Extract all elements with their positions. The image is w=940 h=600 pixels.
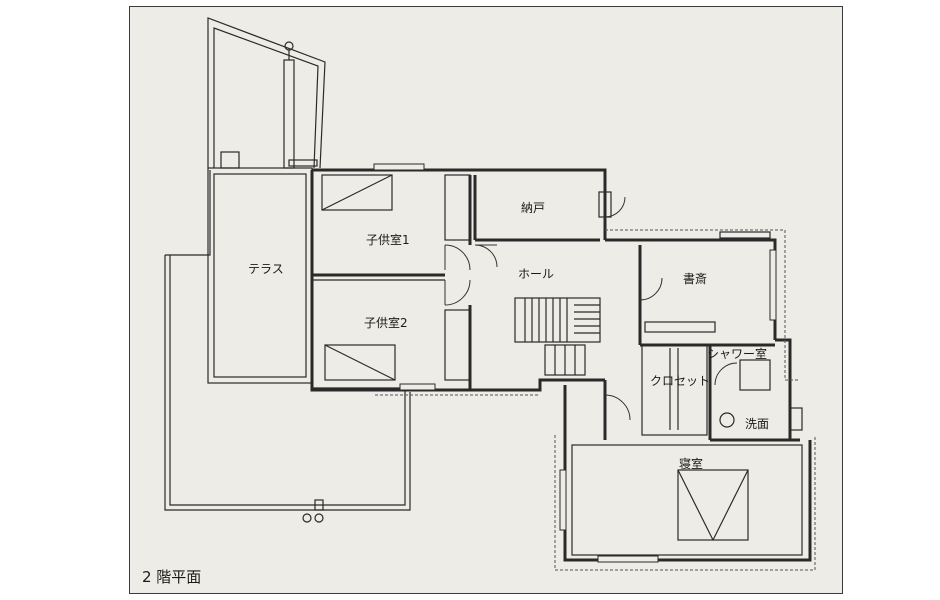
- bedroom-area: [554, 435, 816, 571]
- room-label-hall: ホール: [518, 267, 554, 281]
- room-label-closet: クロセット: [650, 374, 710, 388]
- storage-and-hall: [473, 175, 626, 376]
- room-label-washroom: 洗面: [745, 417, 769, 431]
- stair-treads: [524, 298, 600, 342]
- plan-caption: 2 階平面: [142, 568, 201, 586]
- terrace-outline: [164, 167, 411, 511]
- room-label-child-room-2: 子供室2: [364, 315, 408, 330]
- room-label-child-room-1: 子供室1: [366, 232, 410, 247]
- room-label-storage: 納戸: [521, 201, 545, 215]
- upper-balcony: [207, 17, 326, 169]
- floor-plan-frame: [129, 6, 843, 594]
- drain-fixture: [302, 499, 324, 523]
- room-label-bedroom: 寝室: [679, 456, 703, 471]
- closet-area: [604, 344, 712, 440]
- study-area: [638, 231, 777, 347]
- room-label-shower-room: シャワー室: [707, 346, 767, 361]
- shower-and-wash: [710, 359, 803, 442]
- room-label-study: 書斎: [683, 271, 707, 286]
- dashed-outline: [375, 229, 800, 396]
- child-rooms: [312, 163, 472, 391]
- room-label-terrace: テラス: [248, 262, 284, 276]
